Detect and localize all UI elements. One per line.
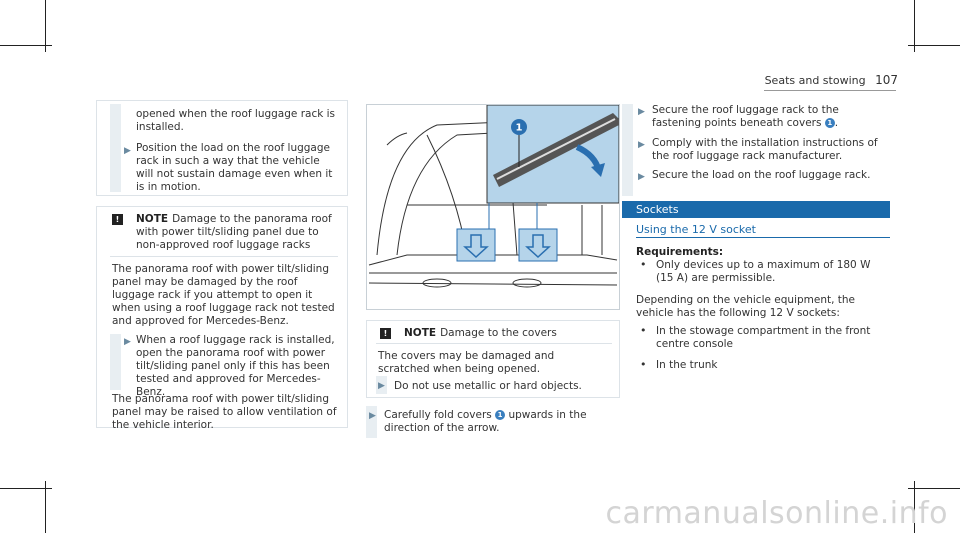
note-heading: Damage to the covers (440, 327, 557, 339)
note-box (96, 206, 348, 428)
col1-note-body1: The panorama roof with power tilt/slidin… (112, 263, 335, 327)
header-rule (764, 90, 896, 91)
step-arrow-icon: ▶ (378, 381, 385, 391)
step-arrow-icon: ▶ (124, 146, 131, 156)
depending-text: Depending on the vehicle equipment, the … (636, 294, 856, 319)
col3-step2: Comply with the installation instruction… (652, 137, 878, 162)
crop-mark (908, 45, 960, 46)
text-box-top (96, 100, 348, 196)
col2-step-text: upwards in the direction of the arrow. (384, 409, 587, 434)
step-arrow-icon: ▶ (369, 411, 376, 421)
step-bar (110, 334, 121, 390)
col1-note-step: When a roof luggage rack is installed, o… (136, 334, 335, 398)
col3-step1: Secure the roof luggage rack to the fast… (652, 104, 839, 129)
callout-1: 1 (516, 123, 523, 134)
car-roof-illustration: 1 (368, 104, 620, 288)
step-arrow-icon: ▶ (638, 107, 645, 117)
col3-step3: Secure the load on the roof luggage rack… (652, 169, 871, 181)
callout-badge: 1 (495, 410, 506, 420)
col2-note-step: Do not use metallic or hard objects. (394, 380, 582, 392)
crop-mark (0, 488, 52, 489)
callout-badge: 1 (824, 118, 835, 128)
bullet-icon: • (640, 324, 647, 337)
crop-mark (914, 481, 915, 533)
requirement-1: Only devices up to a maximum of 180 W (1… (656, 259, 871, 284)
step-bar (622, 104, 633, 196)
crop-mark (914, 0, 915, 52)
note-heading: Damage to the panorama roof with power t… (136, 213, 332, 251)
step-arrow-icon: ▶ (124, 337, 131, 347)
col1-note-body2: The panorama roof with power tilt/slidin… (112, 393, 337, 431)
col1-step1: Position the load on the roof luggage ra… (136, 142, 333, 193)
crop-mark (0, 45, 52, 46)
crop-mark (45, 0, 46, 52)
note-divider (110, 256, 338, 257)
warning-icon: ! (112, 214, 123, 225)
col2-step: Carefully fold covers 1 upwards in the d… (384, 409, 614, 435)
watermark: carmanualsonline.info (605, 496, 948, 531)
step-bar (110, 104, 121, 192)
col2-step-text: Carefully fold covers (384, 409, 492, 421)
requirements-title: Requirements: (636, 246, 724, 258)
step-arrow-icon: ▶ (638, 172, 645, 182)
socket-bullet-2: In the trunk (656, 359, 718, 371)
running-header: Seats and stowing 107 (765, 73, 898, 87)
crop-mark (908, 488, 960, 489)
note-divider (376, 343, 612, 344)
warning-icon: ! (380, 328, 391, 339)
step-bar (366, 406, 377, 438)
step-bar (376, 376, 387, 394)
page-number: 107 (875, 73, 898, 87)
col2-note-body: The covers may be damaged and scratched … (378, 350, 555, 375)
note-title: NOTE (404, 327, 437, 339)
step-arrow-icon: ▶ (638, 140, 645, 150)
bullet-icon: • (640, 358, 647, 371)
car-roof-figure: 1 (366, 104, 620, 310)
header-section: Seats and stowing (764, 74, 866, 87)
socket-bullet-1: In the stowage compartment in the front … (656, 325, 871, 350)
col1-top-text: opened when the roof luggage rack is ins… (136, 108, 336, 133)
note-box-covers (366, 320, 620, 398)
subsection-rule (636, 237, 890, 238)
section-heading-sockets: Sockets (622, 201, 890, 218)
crop-mark (45, 481, 46, 533)
bullet-icon: • (640, 258, 647, 271)
subsection-heading: Using the 12 V socket (636, 223, 756, 236)
note-title: NOTE (136, 213, 169, 225)
col3-step1-text: Secure the roof luggage rack to the fast… (652, 104, 839, 129)
